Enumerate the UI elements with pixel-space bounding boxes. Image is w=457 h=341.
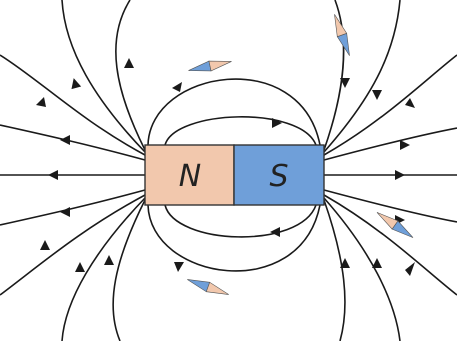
arrow-icon (60, 207, 70, 217)
field-line-left-7 (0, 195, 145, 295)
north-label: N (179, 159, 201, 194)
arrow-icon (405, 262, 415, 276)
bar-magnet: N S (145, 145, 324, 205)
field-line-right-4 (324, 128, 457, 160)
compass-needle-bottom (186, 275, 231, 299)
compass-needle-top-right (330, 13, 354, 58)
arrow-icon (270, 227, 280, 237)
field-line-left-1 (116, 0, 145, 150)
arrow-icon (60, 135, 70, 145)
field-line-right-9 (324, 200, 345, 341)
field-line-right-1 (324, 0, 344, 150)
arrow-icon (405, 98, 415, 108)
field-line-inner-bottom (165, 205, 316, 237)
arrow-icon (40, 240, 50, 250)
compass-needle-bottom-right (374, 208, 416, 241)
arrow-icon (75, 262, 85, 272)
arrow-icon (174, 262, 184, 272)
compass-needle-top (187, 57, 232, 76)
arrow-icon (48, 170, 58, 180)
arrow-icon (400, 140, 410, 150)
field-line-mid-top (148, 79, 320, 145)
arrow-icon (172, 82, 182, 92)
arrow-icon (69, 77, 81, 89)
field-line-left-3 (0, 55, 145, 155)
arrow-icon (104, 255, 114, 265)
field-line-mid-bottom (148, 205, 320, 271)
arrow-icon (124, 58, 134, 68)
south-label: S (269, 159, 288, 194)
arrow-icon (372, 258, 382, 268)
arrow-icon (36, 97, 46, 107)
field-line-inner-top (165, 117, 316, 145)
field-line-left-9 (113, 200, 145, 341)
arrow-icon (272, 118, 282, 128)
field-line-right-6 (324, 190, 457, 222)
arrow-icon (372, 90, 382, 100)
arrow-icon (395, 170, 405, 180)
field-line-right-3 (324, 55, 457, 155)
